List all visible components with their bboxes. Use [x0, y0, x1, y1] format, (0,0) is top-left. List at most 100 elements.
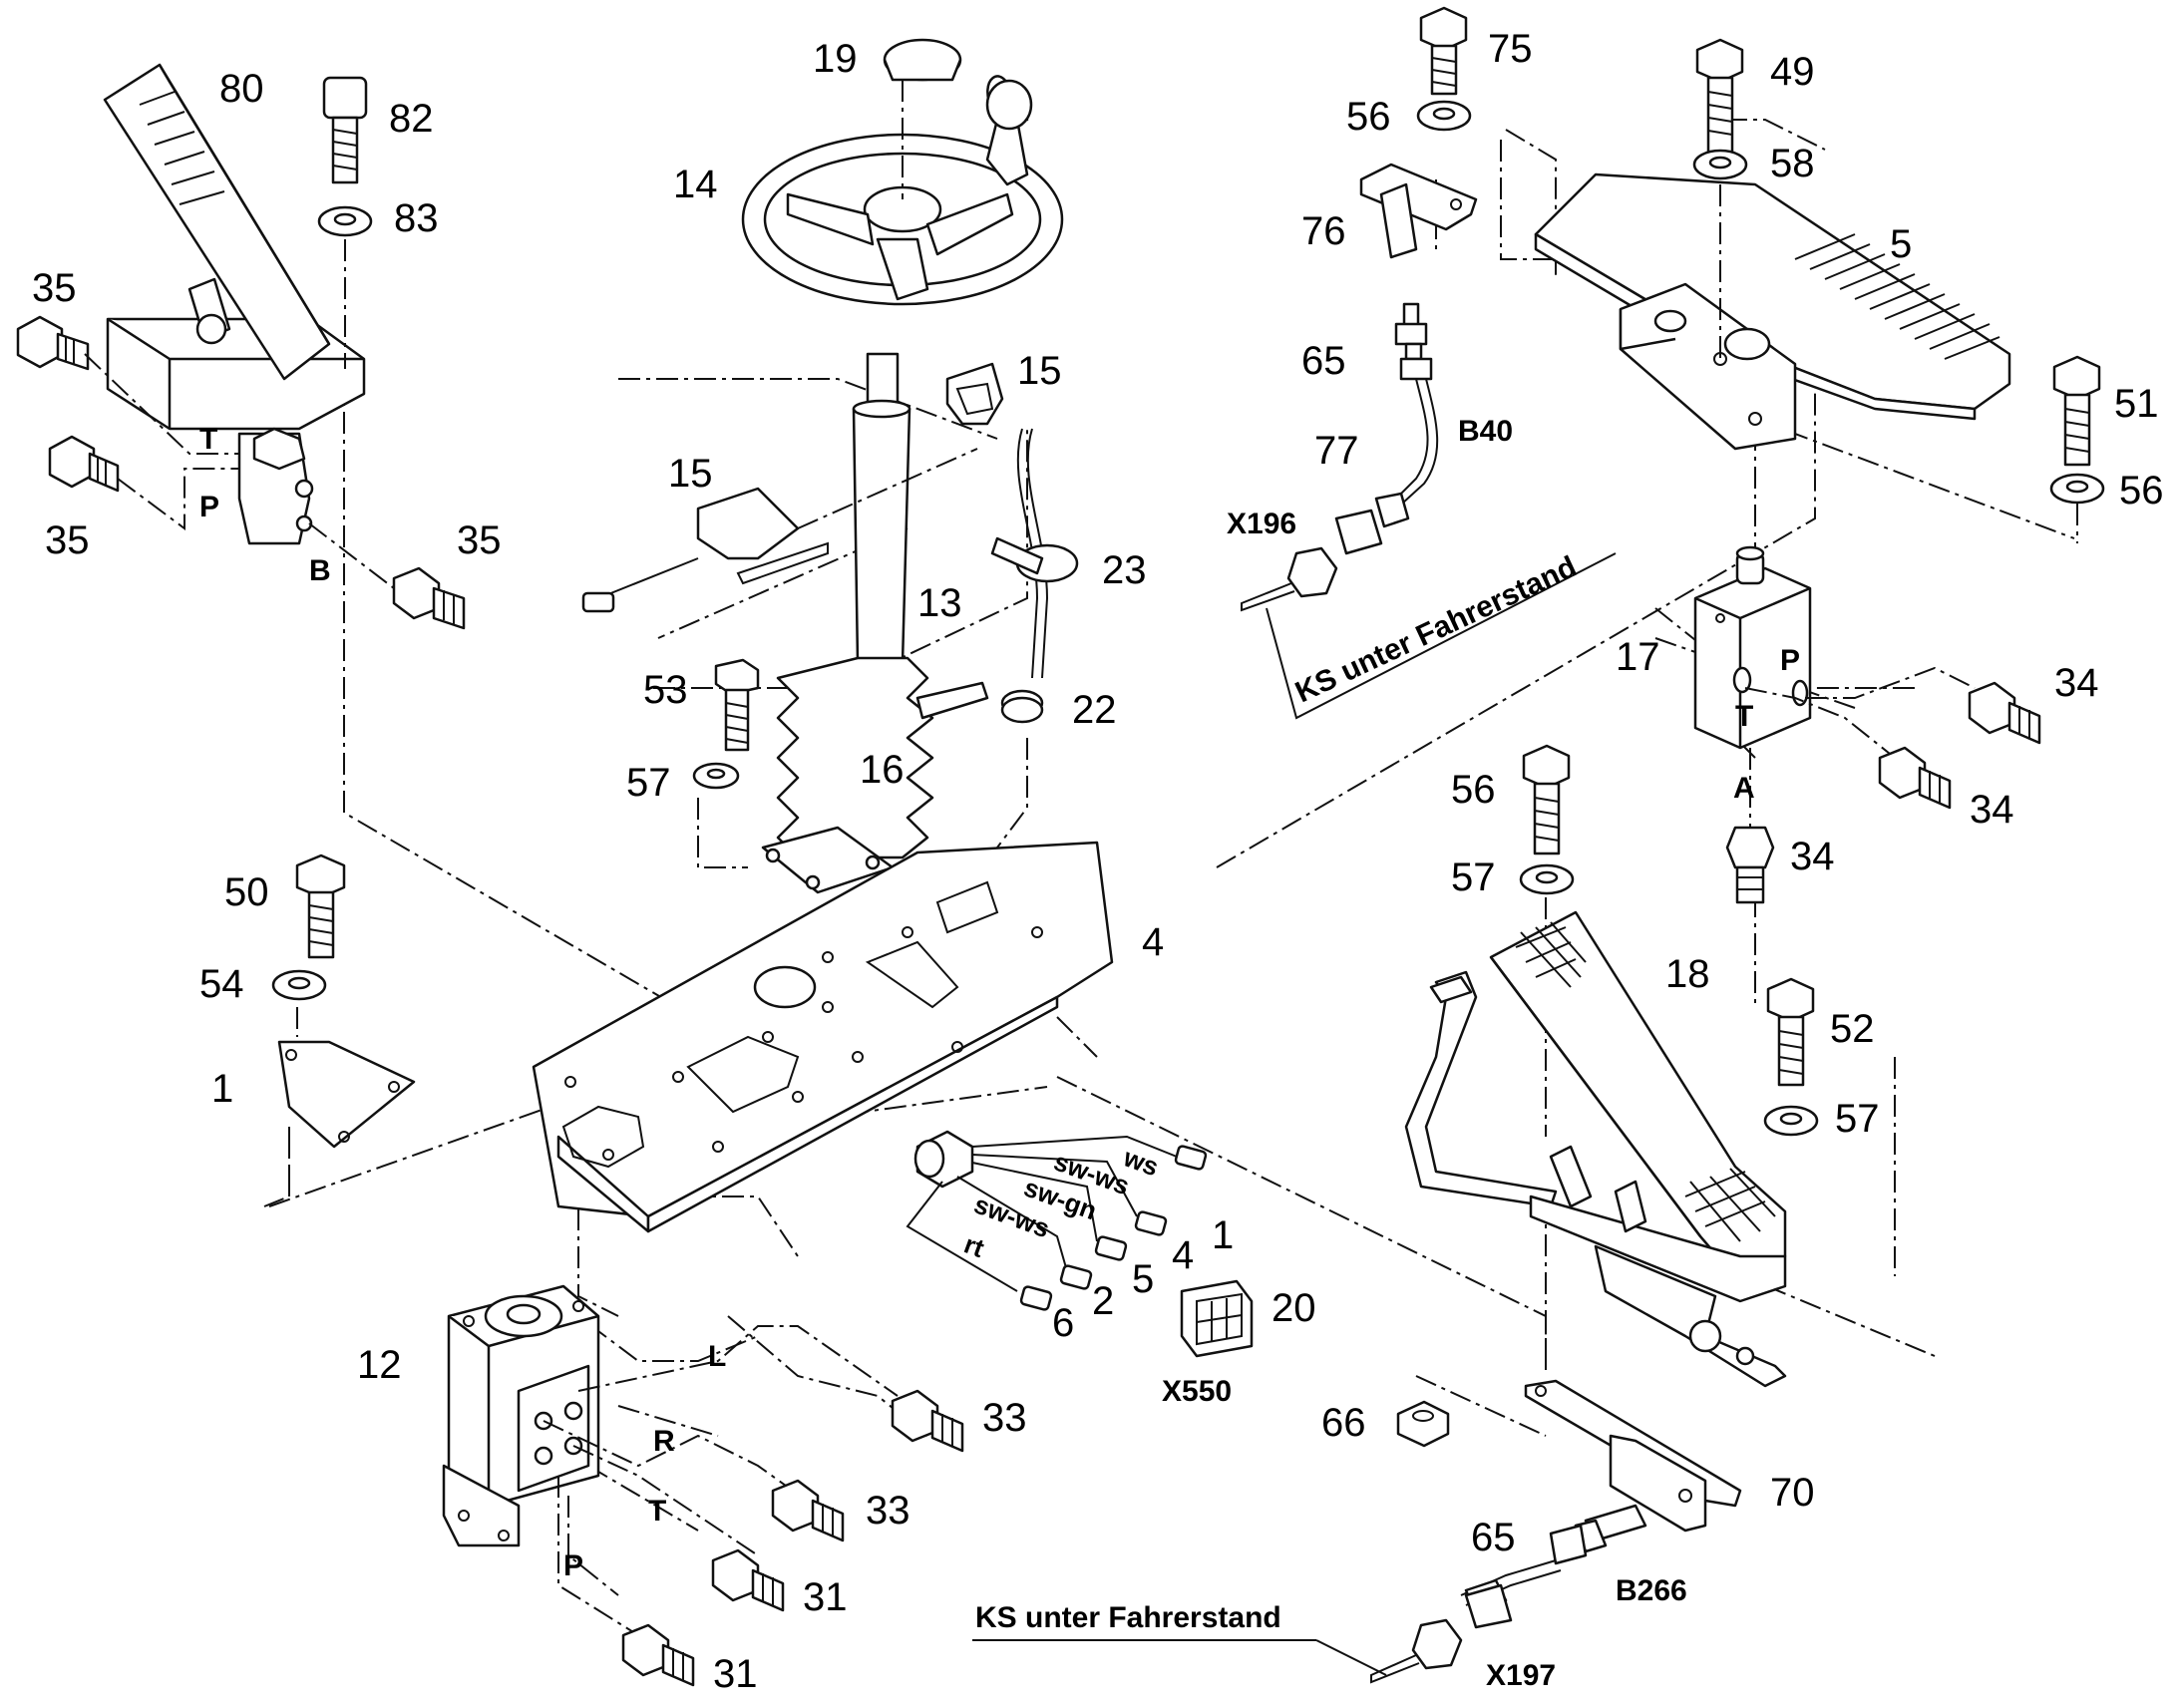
- label-1-pin: 1: [1212, 1213, 1234, 1257]
- label-35-b: 35: [45, 518, 90, 562]
- floor-plate-4: [532, 841, 1114, 1233]
- washer-58: [1692, 149, 1748, 180]
- port-p-valve: P: [1780, 644, 1800, 677]
- wire-color-labels: ws sw-ws sw-gn sw-ws rt: [960, 1142, 1163, 1263]
- label-56-b: 56: [1346, 95, 1391, 139]
- connector-20: [1180, 1279, 1254, 1358]
- fitting-34-b: [1878, 746, 1952, 810]
- label-5: 5: [1890, 222, 1912, 266]
- nut-66: [1396, 1400, 1450, 1448]
- label-65-bottom: 65: [1471, 1516, 1516, 1559]
- port-t-valve: T: [1735, 700, 1753, 733]
- label-4-pin: 4: [1172, 1233, 1194, 1277]
- sensor-65-bottom: [1460, 1504, 1647, 1629]
- label-70: 70: [1770, 1471, 1815, 1515]
- connector-labels: B40 X196 X550 B266 X197: [1162, 415, 1687, 1692]
- bolt-82: [322, 76, 368, 184]
- plug-x197: [1370, 1618, 1463, 1684]
- clip-15-right: [945, 362, 1004, 426]
- label-82: 82: [389, 97, 434, 141]
- brake-valve-17: [1693, 545, 1812, 750]
- washer-56-c: [2049, 473, 2105, 505]
- bolt-50: [295, 854, 346, 959]
- steering-column-13: [852, 352, 911, 665]
- label-52: 52: [1830, 1007, 1875, 1051]
- plate-1: [277, 1040, 416, 1149]
- washer-57-a: [692, 762, 740, 790]
- label-57-b: 57: [1451, 855, 1496, 899]
- label-6-pin: 6: [1052, 1301, 1074, 1345]
- label-66: 66: [1321, 1401, 1366, 1445]
- label-65-top: 65: [1301, 339, 1346, 383]
- wire-harness: [906, 1130, 1208, 1311]
- accelerator-pedal-80: [103, 63, 366, 545]
- part-number-labels: 80 82 83 35 35 35 19 14 15 15 13 23 22 5…: [32, 27, 2164, 1696]
- label-13: 13: [917, 581, 962, 625]
- label-31-a: 31: [803, 1575, 848, 1619]
- fitting-35-c: [392, 566, 466, 630]
- fitting-35-b: [48, 435, 120, 493]
- label-20: 20: [1272, 1286, 1316, 1330]
- washer-83: [317, 205, 373, 237]
- wire-label-rt: rt: [960, 1228, 988, 1263]
- fitting-35-a: [16, 315, 90, 371]
- bolt-51: [2052, 355, 2101, 467]
- label-b40: B40: [1458, 415, 1513, 448]
- fitting-31-a: [711, 1548, 785, 1612]
- port-r-steering: R: [653, 1425, 675, 1458]
- washer-57-b: [1519, 863, 1575, 895]
- sensor-65-top: [1334, 302, 1439, 555]
- bolt-49: [1695, 38, 1744, 155]
- bolt-53: [1522, 744, 1571, 855]
- label-75: 75: [1488, 27, 1533, 71]
- label-76: 76: [1301, 209, 1346, 253]
- label-4: 4: [1142, 920, 1164, 964]
- port-b-left: B: [309, 554, 331, 587]
- label-1: 1: [211, 1067, 233, 1111]
- label-31-b: 31: [713, 1652, 758, 1696]
- label-33-b: 33: [866, 1489, 910, 1533]
- fitting-34-c: [1725, 826, 1775, 904]
- brake-pedal-5: [1534, 172, 2011, 451]
- port-a-valve: A: [1733, 772, 1755, 805]
- label-14: 14: [673, 163, 718, 206]
- label-58: 58: [1770, 142, 1815, 185]
- pedal-18: [1404, 910, 1787, 1388]
- label-16: 16: [860, 748, 905, 792]
- fitting-33-a: [891, 1389, 964, 1453]
- label-15-left: 15: [668, 452, 713, 496]
- cable-23: [990, 428, 1079, 679]
- label-56-a: 54: [199, 962, 244, 1006]
- washer-56-a: [271, 969, 327, 1001]
- caption-ks-bottom: KS unter Fahrerstand: [975, 1601, 1281, 1634]
- port-p-steering: P: [563, 1549, 583, 1582]
- label-35-a: 35: [32, 266, 77, 310]
- port-t-left: T: [199, 423, 217, 456]
- label-x550: X550: [1162, 1375, 1232, 1408]
- fitting-33-b: [771, 1479, 845, 1542]
- label-19: 19: [813, 37, 858, 81]
- captions: KS unter Fahrerstand KS unter Fahrerstan…: [975, 550, 1582, 1634]
- label-18: 18: [1665, 952, 1710, 996]
- washer-57-c: [1763, 1105, 1819, 1137]
- label-34-b: 34: [1970, 788, 2014, 832]
- label-57-c: 57: [1835, 1097, 1880, 1141]
- port-p-left: P: [199, 491, 219, 523]
- label-50: 50: [224, 870, 269, 914]
- label-x197: X197: [1486, 1659, 1556, 1692]
- label-51: 51: [2114, 382, 2159, 426]
- steering-unit-12: [442, 1284, 600, 1547]
- bracket-70: [1524, 1379, 1742, 1533]
- label-33-a: 33: [982, 1396, 1027, 1440]
- bolt-54: [714, 658, 760, 752]
- label-83: 83: [394, 196, 439, 240]
- grommet-22: [1000, 689, 1044, 724]
- label-77: 77: [1314, 429, 1359, 473]
- label-b266: B266: [1616, 1574, 1687, 1607]
- label-17: 17: [1616, 635, 1660, 679]
- label-12: 12: [357, 1343, 402, 1387]
- label-49: 49: [1770, 50, 1815, 94]
- bellows-16: [761, 656, 989, 894]
- label-35-c: 35: [457, 518, 502, 562]
